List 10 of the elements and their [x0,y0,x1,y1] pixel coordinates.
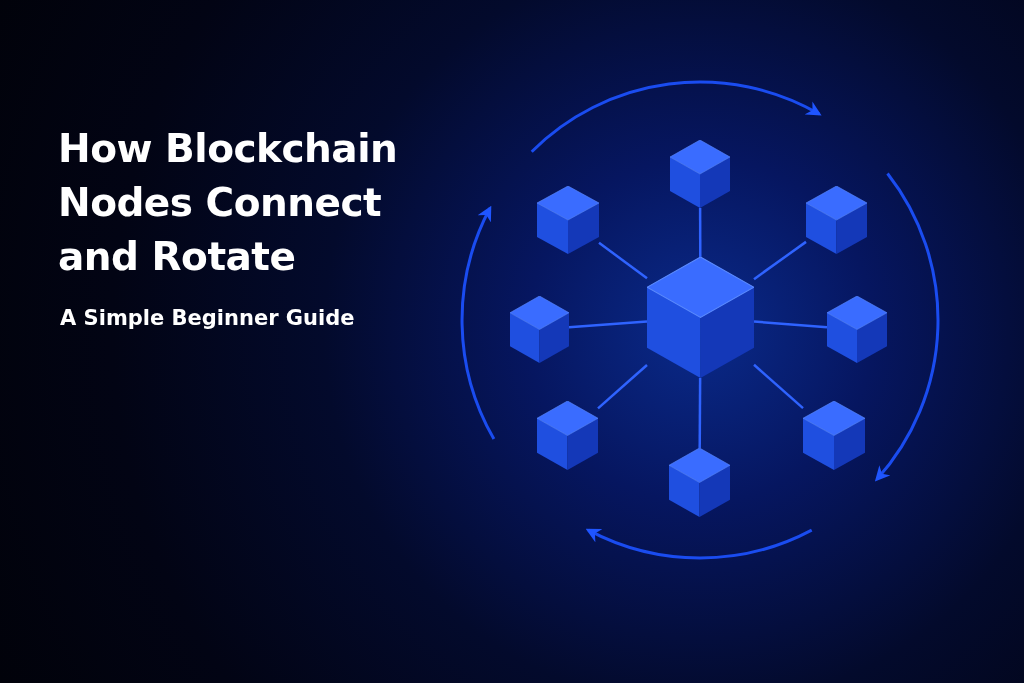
connector-line [568,320,648,329]
connector-line [597,364,648,410]
connector-line [753,363,804,410]
connector-line [698,208,702,257]
title: How Blockchain Nodes Connect and Rotate [58,125,399,281]
subtitle: A Simple Beginner Guide [60,306,355,330]
connector-line [753,240,807,281]
connector-line [598,241,648,280]
connector-line [753,320,828,329]
connector-line [698,378,702,448]
